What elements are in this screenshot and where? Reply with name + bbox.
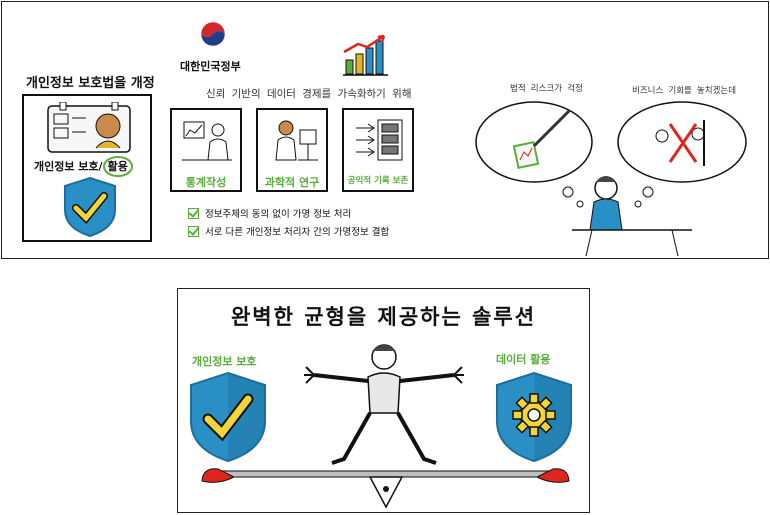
card-caption-prefix: 개인정보 보호/ — [34, 160, 103, 173]
amendment-title: 개인정보 보호법을 개정 — [26, 76, 155, 91]
id-card-icon — [47, 102, 131, 153]
research-illustration-icon — [275, 120, 318, 161]
worried-person-scene — [475, 101, 747, 257]
check-item: 정보주체의 동의 없이 가명 정보 처리 — [188, 206, 351, 220]
top-panel: 대한민국정부 개인정보 보호법을 개정 개인정보 보호/활용 — [1, 1, 769, 259]
check-item: 서로 다른 개인정보 처리자 간의 가명정보 결합 — [188, 224, 389, 238]
subtitle: 신뢰 기반의 데이터 경제를 가속화하기 위해 — [206, 88, 412, 100]
bubble-right-text: 비즈니스 기회를 놓치겠는데 — [632, 86, 737, 96]
bubble-left-text: 법적 리스크가 걱정 — [510, 84, 583, 94]
privacy-card-box: 개인정보 보호/활용 — [22, 94, 152, 242]
card-caption: 개인정보 보호/활용 — [34, 156, 133, 177]
shield-check-icon — [64, 176, 116, 238]
shield-gear-icon — [496, 371, 572, 463]
research-label: 과학적 연구 — [264, 176, 320, 189]
growth-chart-icon — [343, 34, 388, 76]
government-logo-text: 대한민국정부 — [180, 60, 241, 73]
statistics-label: 통계작성 — [185, 176, 227, 189]
seesaw-illustration — [201, 468, 570, 509]
check-item-text: 서로 다른 개인정보 처리자 간의 가명정보 결합 — [205, 227, 390, 238]
archive-cabinet-icon — [356, 119, 403, 161]
government-emblem-icon — [200, 21, 226, 47]
shield-check-icon — [190, 371, 266, 463]
card-caption-highlight: 활용 — [102, 156, 133, 177]
checkbox-icon — [188, 207, 199, 219]
balancing-person-illustration — [304, 344, 464, 465]
statistics-illustration-icon — [182, 121, 232, 161]
records-label: 공익적 기록 보존 — [347, 176, 409, 186]
privacy-protection-label: 개인정보 보호 — [192, 355, 257, 368]
statistics-box: 통계작성 — [170, 108, 242, 192]
records-box: 공익적 기록 보존 — [342, 108, 414, 192]
check-item-text: 정보주체의 동의 없이 가명 정보 처리 — [205, 209, 352, 220]
bottom-panel: 완벽한 균형을 제공하는 솔루션 개인정보 보호 데이터 활용 — [177, 288, 590, 513]
solution-title: 완벽한 균형을 제공하는 솔루션 — [230, 305, 537, 329]
research-box: 과학적 연구 — [256, 108, 328, 192]
data-utilization-label: 데이터 활용 — [496, 353, 551, 366]
checkbox-icon — [188, 225, 199, 237]
